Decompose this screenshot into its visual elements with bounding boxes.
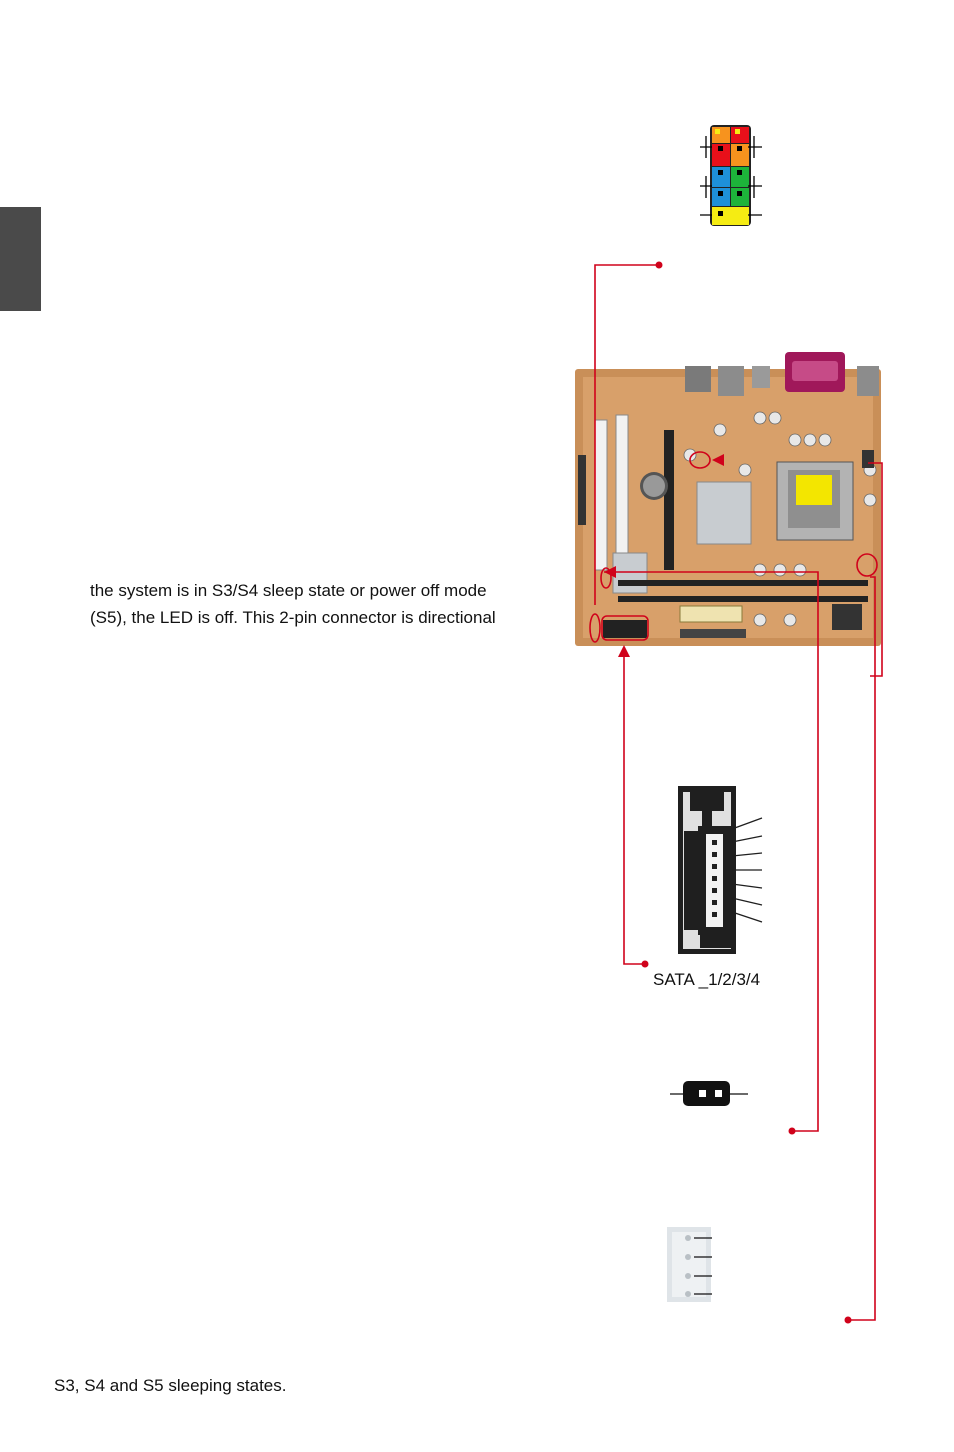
led-description-line-1: the system is in S3/S4 sleep state or po…	[90, 581, 487, 600]
led-description-line-2: (S5), the LED is off. This 2-pin connect…	[90, 608, 496, 627]
front-audio-header-diagram	[700, 125, 762, 226]
chapter-side-tab	[0, 207, 41, 311]
fan-header-diagram	[667, 1227, 712, 1302]
sleep-states-note: S3, S4 and S5 sleeping states.	[54, 1376, 287, 1395]
motherboard-photo	[575, 352, 881, 646]
callout-leader-lines	[589, 264, 883, 1321]
callout-arrowheads	[604, 454, 724, 657]
callout-dots	[641, 261, 852, 1324]
two-pin-header-diagram	[670, 1081, 748, 1106]
sata-label: SATA _1/2/3/4	[653, 970, 761, 989]
sata-connector-diagram	[678, 786, 763, 954]
